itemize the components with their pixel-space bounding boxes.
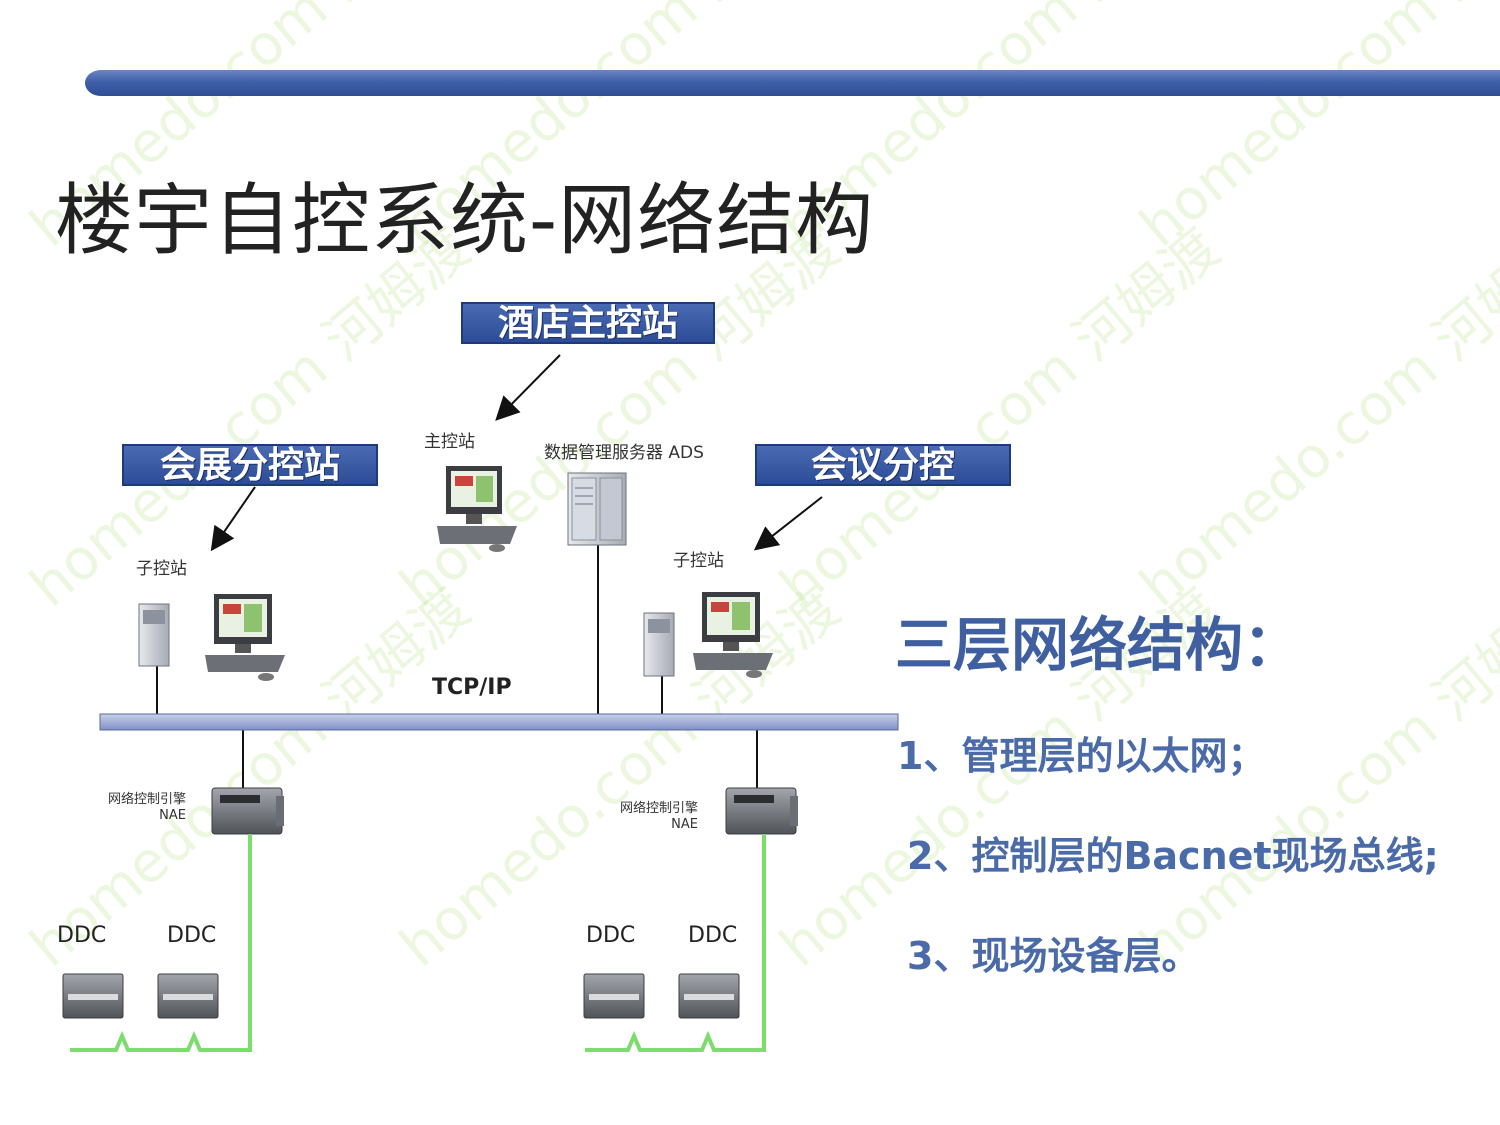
summary-item-3: 3、现场设备层。 bbox=[907, 934, 1200, 978]
nae-right-label-line1: 网络控制引擎 bbox=[619, 801, 698, 816]
nae-right-label-line2: NAE bbox=[671, 817, 698, 832]
summary-item-2: 2、控制层的Bacnet现场总线; bbox=[907, 834, 1439, 878]
ddc-controller-1 bbox=[62, 973, 124, 1019]
fieldbus-right bbox=[585, 834, 766, 1052]
arrow-master bbox=[495, 354, 561, 421]
tcpip-label: TCP/IP bbox=[432, 675, 512, 700]
arrow-meeting bbox=[753, 496, 823, 551]
nae-left-label-line2: NAE bbox=[159, 808, 186, 823]
master-station-label: 主控站 bbox=[424, 432, 475, 452]
ddc-controller-3 bbox=[583, 973, 645, 1019]
master-station-computer bbox=[437, 466, 517, 552]
ddc-controller-4 bbox=[678, 973, 740, 1019]
header-bar bbox=[85, 70, 1500, 96]
ddc-label-1: DDC bbox=[57, 923, 107, 948]
sub-station-right-label: 子控站 bbox=[673, 551, 724, 571]
nae-left-label: 网络控制引擎 NAE bbox=[102, 792, 186, 824]
arrow-exhibition bbox=[210, 486, 256, 552]
sub-station-left-label: 子控站 bbox=[136, 559, 187, 579]
hotel-master-label: 酒店主控站 bbox=[461, 302, 715, 344]
tcpip-bus bbox=[99, 713, 899, 731]
fieldbus-left bbox=[70, 834, 252, 1052]
nae-right-device bbox=[725, 787, 798, 835]
nae-right-label: 网络控制引擎 NAE bbox=[614, 801, 698, 833]
ddc-label-2: DDC bbox=[167, 923, 217, 948]
meeting-substation-devices bbox=[643, 592, 773, 678]
ads-server bbox=[567, 472, 627, 546]
exhibition-substation-label: 会展分控站 bbox=[122, 444, 378, 486]
page-title: 楼宇自控系统-网络结构 bbox=[55, 176, 875, 266]
meeting-substation-label: 会议分控 bbox=[755, 444, 1011, 486]
nae-left-device bbox=[211, 787, 284, 835]
summary-heading: 三层网络结构： bbox=[895, 611, 1302, 679]
ddc-controller-2 bbox=[157, 973, 219, 1019]
nae-left-label-line1: 网络控制引擎 bbox=[107, 792, 186, 807]
ddc-label-3: DDC bbox=[586, 923, 636, 948]
ads-server-label: 数据管理服务器 ADS bbox=[544, 443, 704, 463]
ddc-label-4: DDC bbox=[688, 923, 738, 948]
summary-item-1: 1、管理层的以太网； bbox=[897, 734, 1266, 778]
exhibition-substation-devices bbox=[138, 594, 285, 681]
